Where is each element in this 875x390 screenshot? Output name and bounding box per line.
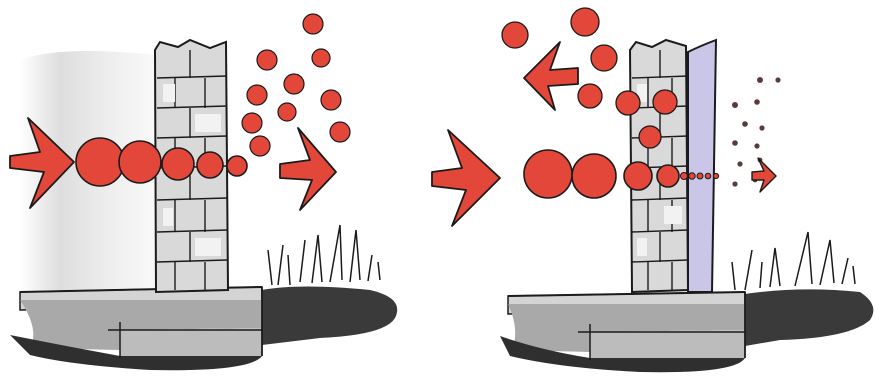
arrow-right-icon	[280, 128, 336, 210]
arrow-left-icon	[524, 42, 578, 110]
particle-icon	[227, 156, 247, 176]
arrow-right-icon	[432, 130, 500, 226]
particle-icon	[502, 22, 528, 48]
particle-icon	[524, 150, 572, 198]
particle-icon	[76, 138, 124, 186]
particle-icon	[284, 74, 304, 94]
particle-icon	[571, 8, 599, 36]
particle-icon	[330, 122, 350, 142]
particle-icon	[616, 91, 640, 115]
particle-icon	[572, 154, 616, 198]
right-panel	[432, 8, 873, 372]
grass-icon	[732, 232, 855, 290]
ground-section	[10, 287, 397, 371]
particle-icon	[578, 84, 602, 108]
grass-icon	[268, 225, 380, 285]
left-panel	[10, 14, 397, 370]
escaping-vapor	[732, 77, 781, 187]
particle-icon	[639, 126, 661, 148]
arrow-right-icon	[752, 158, 776, 192]
particle-icon	[303, 14, 323, 34]
particle-icon	[312, 49, 330, 67]
particle-icon	[624, 162, 652, 190]
particle-icon	[657, 165, 679, 187]
particle-icon	[278, 103, 296, 121]
particle-icon	[119, 141, 161, 183]
particle-icon	[247, 85, 267, 105]
barrier-layer	[688, 40, 716, 292]
particle-icon	[242, 113, 262, 133]
particle-icon	[321, 90, 341, 110]
particle-icon	[162, 148, 194, 180]
particle-icon	[250, 136, 270, 156]
particle-icon	[653, 90, 677, 114]
particle-icon	[197, 152, 223, 178]
particle-icon	[591, 45, 617, 71]
scattered-particles	[242, 14, 350, 156]
particle-icon	[257, 50, 277, 70]
ground-section	[500, 289, 873, 372]
